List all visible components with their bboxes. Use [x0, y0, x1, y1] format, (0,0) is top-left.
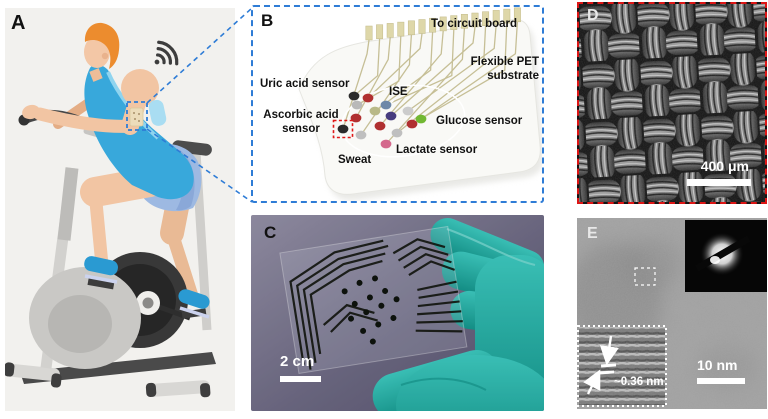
- annotation-glucose-sensor: Glucose sensor: [436, 115, 523, 127]
- scale-bar-label-d: 400 μm: [700, 158, 749, 174]
- annotation-sweat: Sweat: [338, 154, 372, 166]
- ascorbic-line2: sensor: [282, 122, 320, 135]
- ascorbic-highlight-box: [332, 119, 354, 139]
- panel-e-label: E: [587, 225, 598, 242]
- contact-pad: [513, 7, 521, 23]
- sensor-electrodes: [332, 91, 427, 149]
- gold-trace: [353, 38, 381, 97]
- panel-c-device-photo: C 2 cm: [251, 215, 544, 411]
- hair: [84, 22, 120, 69]
- flexible-pet-line2: substrate: [487, 69, 539, 82]
- sensor-dot-ascorbic-acid: [337, 124, 349, 134]
- sensor-dot-glucose: [415, 114, 427, 124]
- sensor-dot-electrode: [351, 100, 363, 110]
- saed-inset: [685, 220, 767, 292]
- annotation-to-circuit-board: To circuit board: [431, 18, 518, 30]
- sensor-dot-electrode: [369, 106, 381, 116]
- scale-bar-label-e: 10 nm: [697, 357, 738, 373]
- contact-pads: [365, 7, 521, 41]
- sensor-dot-electrode: [355, 130, 367, 140]
- panel-a-label: A: [11, 12, 26, 34]
- glove-thumb: [372, 350, 544, 411]
- sensor-dot-electrode: [391, 128, 403, 138]
- sensor-dot-electrode: [406, 119, 418, 129]
- exercise-bike-illustration: [5, 8, 235, 411]
- fringe-arrow-up: [583, 369, 601, 395]
- contact-pad: [418, 19, 426, 34]
- annotation-flexible-pet-substrate: Flexible PET substrate: [471, 56, 539, 83]
- panel-d-sem-image: D 400 μm: [577, 2, 767, 204]
- panel-a-exercise-illustration: A: [5, 8, 235, 411]
- flexible-sensor-array-graphic: [298, 7, 542, 201]
- bike-flywheel: [29, 252, 191, 369]
- panel-b-label: B: [261, 11, 274, 30]
- sensor-dot-electrode: [362, 93, 374, 103]
- contact-pad: [460, 14, 468, 29]
- contact-pad: [471, 12, 479, 28]
- contact-pad: [482, 11, 490, 26]
- far-shoe: [178, 289, 210, 319]
- sensor-dot-ise: [380, 100, 392, 110]
- annotation-lactate-sensor: Lactate sensor: [396, 144, 478, 156]
- gold-trace: [367, 33, 423, 99]
- near-shoe: [84, 256, 118, 290]
- contact-pad: [386, 23, 394, 38]
- panel-b-sensor-schematic: B To circuit board Flexible PET substrat…: [251, 5, 544, 203]
- gold-trace: [385, 29, 455, 106]
- contact-pad: [439, 16, 447, 32]
- contact-pad: [407, 20, 415, 36]
- lattice-fringe-inset: [577, 325, 667, 407]
- panel-e-tem-image: E ~0.36 nm 10 nm: [577, 218, 767, 409]
- sensor-dot-lactate: [380, 139, 392, 149]
- gold-trace: [396, 25, 487, 134]
- lattice-spacing-label: ~0.36 nm: [614, 376, 664, 388]
- gold-trace: [374, 32, 434, 112]
- ascorbic-line1: Ascorbic acid: [263, 109, 339, 121]
- contact-pad: [450, 15, 458, 30]
- contact-pad: [376, 24, 384, 39]
- hrtem-graphic: [577, 218, 767, 409]
- contact-pad: [365, 25, 373, 41]
- head: [84, 36, 110, 68]
- annotation-uric-acid-sensor: Uric acid sensor: [260, 78, 350, 90]
- gold-trace: [390, 26, 476, 117]
- annotation-ise: ISE: [389, 86, 408, 98]
- scale-bar-d: [687, 179, 751, 186]
- fringe-arrow-down: [599, 335, 619, 366]
- contact-pad: [429, 17, 437, 33]
- contact-pad: [503, 8, 511, 24]
- scale-bar-e: [697, 378, 745, 384]
- printed-electrode-dots: [341, 275, 400, 345]
- bike-base: [5, 352, 216, 398]
- flexible-pet-line1: Flexible PET: [470, 56, 539, 68]
- contact-pad: [397, 21, 405, 37]
- sensor-dot-uric-acid: [348, 91, 360, 101]
- gold-trace: [407, 24, 497, 112]
- gold-trace: [379, 30, 444, 127]
- annotation-ascorbic-acid-sensor: Ascorbic acid sensor: [255, 109, 347, 136]
- scale-bar-label-c: 2 cm: [280, 353, 315, 370]
- gold-trace: [420, 21, 519, 120]
- gold-trace: [411, 23, 508, 125]
- panel-c-label: C: [264, 223, 277, 242]
- gold-trace: [342, 39, 370, 130]
- printed-circuit-traces: [289, 238, 463, 370]
- callout-box-on-arm: [126, 101, 148, 131]
- sensor-dot-electrode: [385, 111, 397, 121]
- sensor-dot-electrode: [402, 106, 414, 116]
- woven-fabric-sem: [579, 4, 765, 202]
- sensor-dot-electrode: [374, 121, 386, 131]
- gold-trace: [385, 28, 466, 145]
- arm-sensor-patch: [129, 107, 144, 127]
- scale-bar-c: [280, 376, 321, 382]
- panel-d-label: D: [587, 7, 599, 24]
- contact-pad: [492, 10, 500, 25]
- flexible-sensor-film: [279, 225, 468, 375]
